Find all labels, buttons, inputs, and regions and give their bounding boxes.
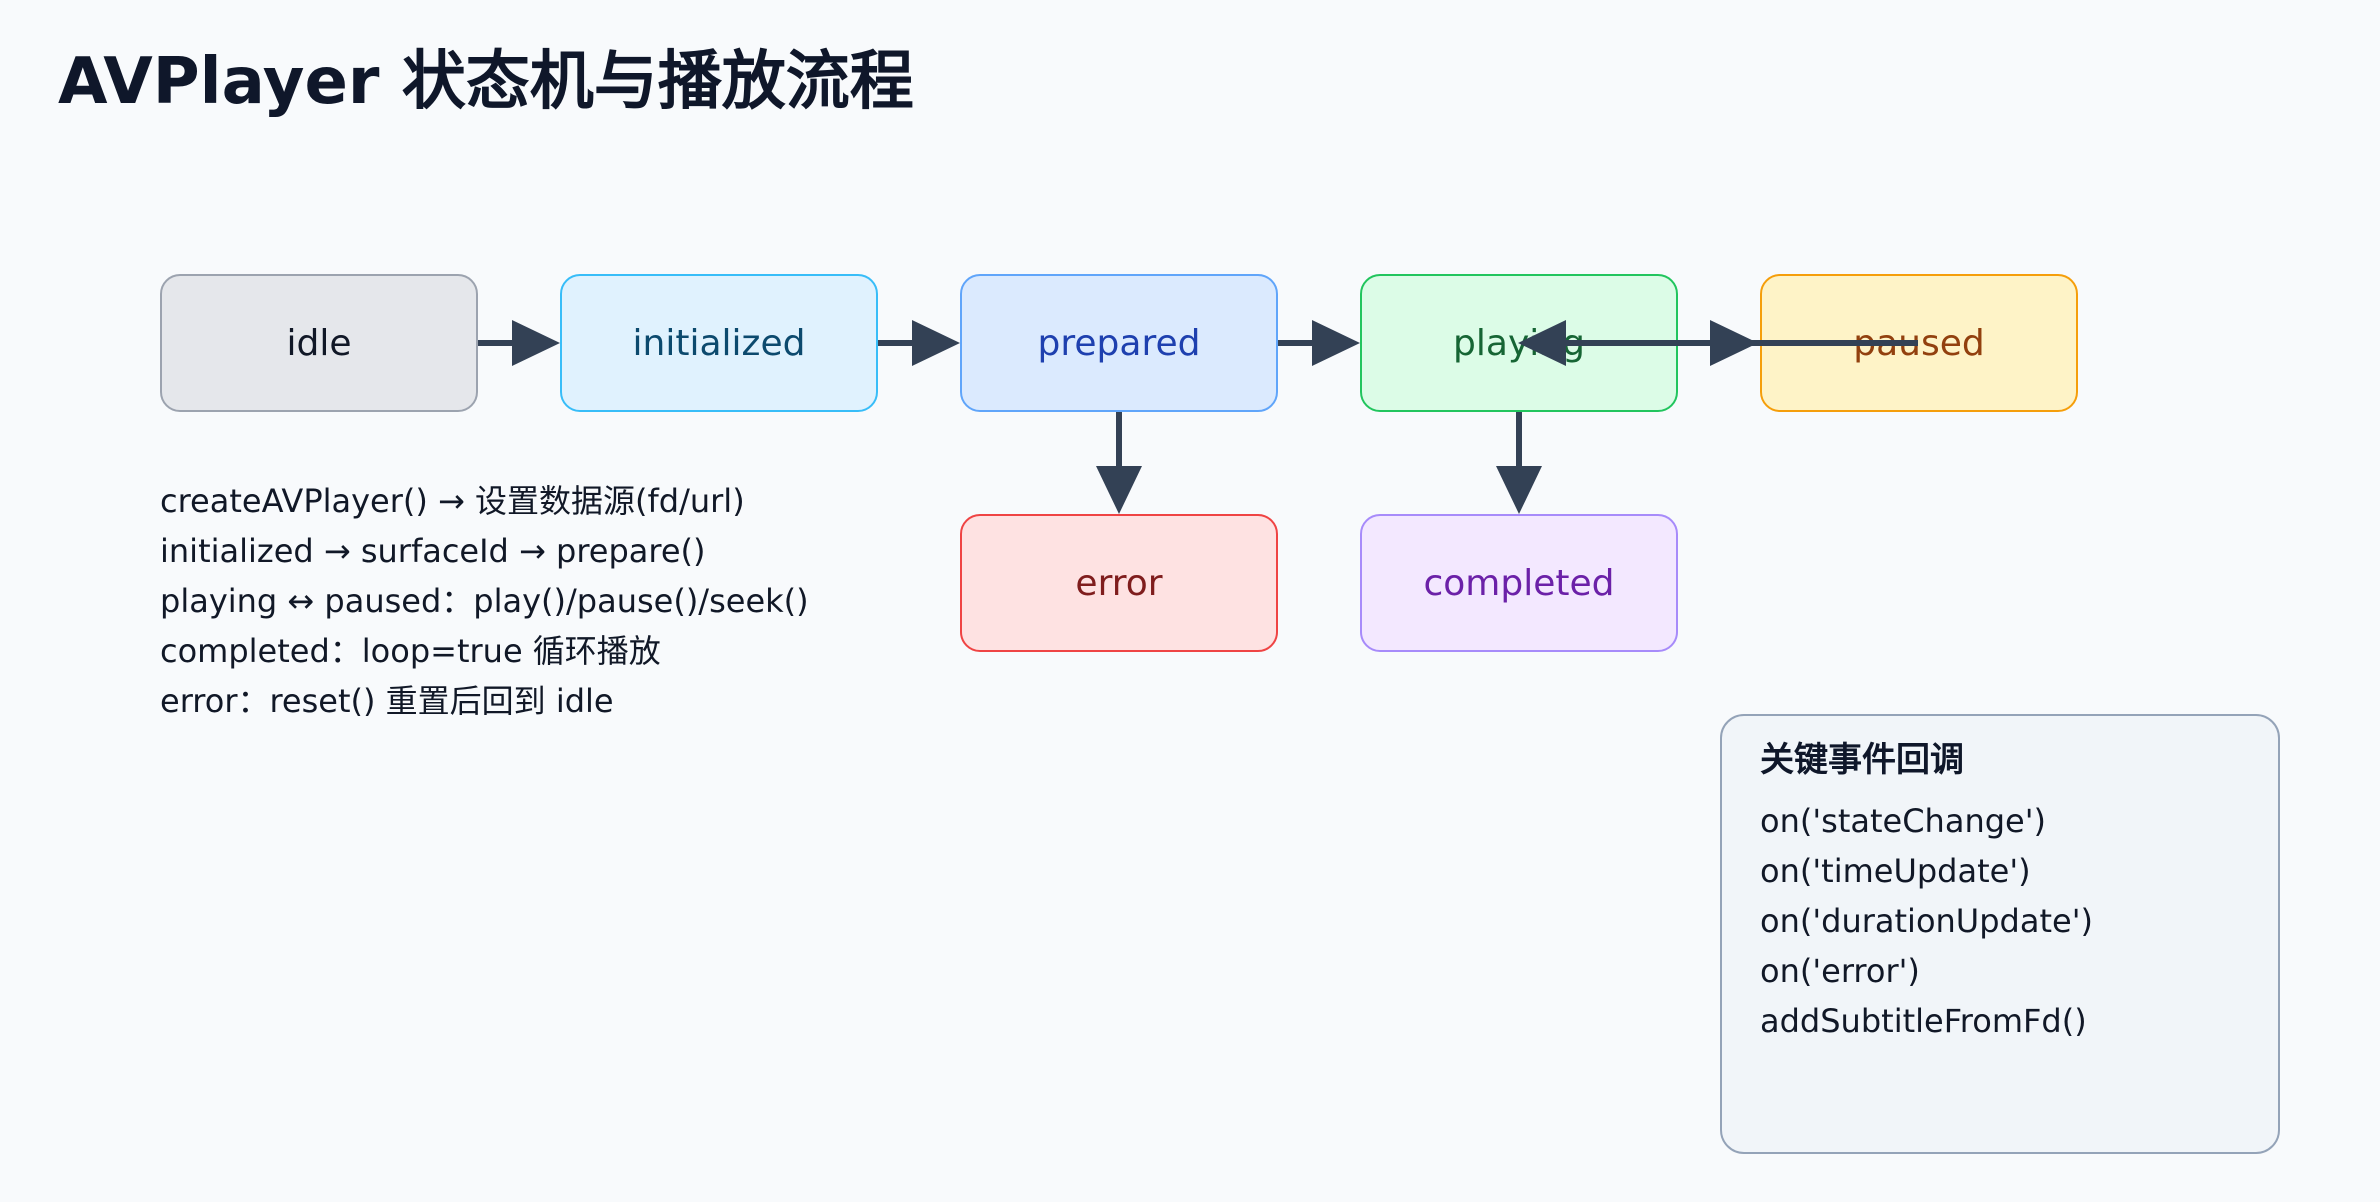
event-item: on('error') [1760,952,1920,990]
events-panel: 关键事件回调 on('stateChange') on('timeUpdate'… [1720,714,2280,1154]
arrow-prepared-to-error [1096,412,1142,514]
arrow-initialized-to-prepared [878,320,960,366]
note-line: initialized → surfaceId → prepare() [160,532,706,570]
state-playing: playing [1360,274,1678,412]
arrow-playing-to-completed [1496,412,1542,514]
transition-notes: createAVPlayer() → 设置数据源(fd/url) initial… [160,476,809,726]
note-line: createAVPlayer() → 设置数据源(fd/url) [160,482,745,520]
state-idle: idle [160,274,478,412]
event-item: addSubtitleFromFd() [1760,1002,2087,1040]
event-item: on('timeUpdate') [1760,852,2031,890]
page-title: AVPlayer 状态机与播放流程 [58,45,914,119]
state-initialized: initialized [560,274,878,412]
events-panel-title: 关键事件回调 [1760,740,1964,780]
state-paused: paused [1760,274,2078,412]
event-item: on('durationUpdate') [1760,902,2093,940]
state-error: error [960,514,1278,652]
state-prepared: prepared [960,274,1278,412]
arrow-prepared-to-playing [1278,320,1360,366]
note-line: playing ↔ paused：play()/pause()/seek() [160,582,809,620]
state-completed: completed [1360,514,1678,652]
note-line: completed：loop=true 循环播放 [160,632,661,670]
event-item: on('stateChange') [1760,802,2046,840]
arrow-idle-to-initialized [478,320,560,366]
note-line: error：reset() 重置后回到 idle [160,682,614,720]
